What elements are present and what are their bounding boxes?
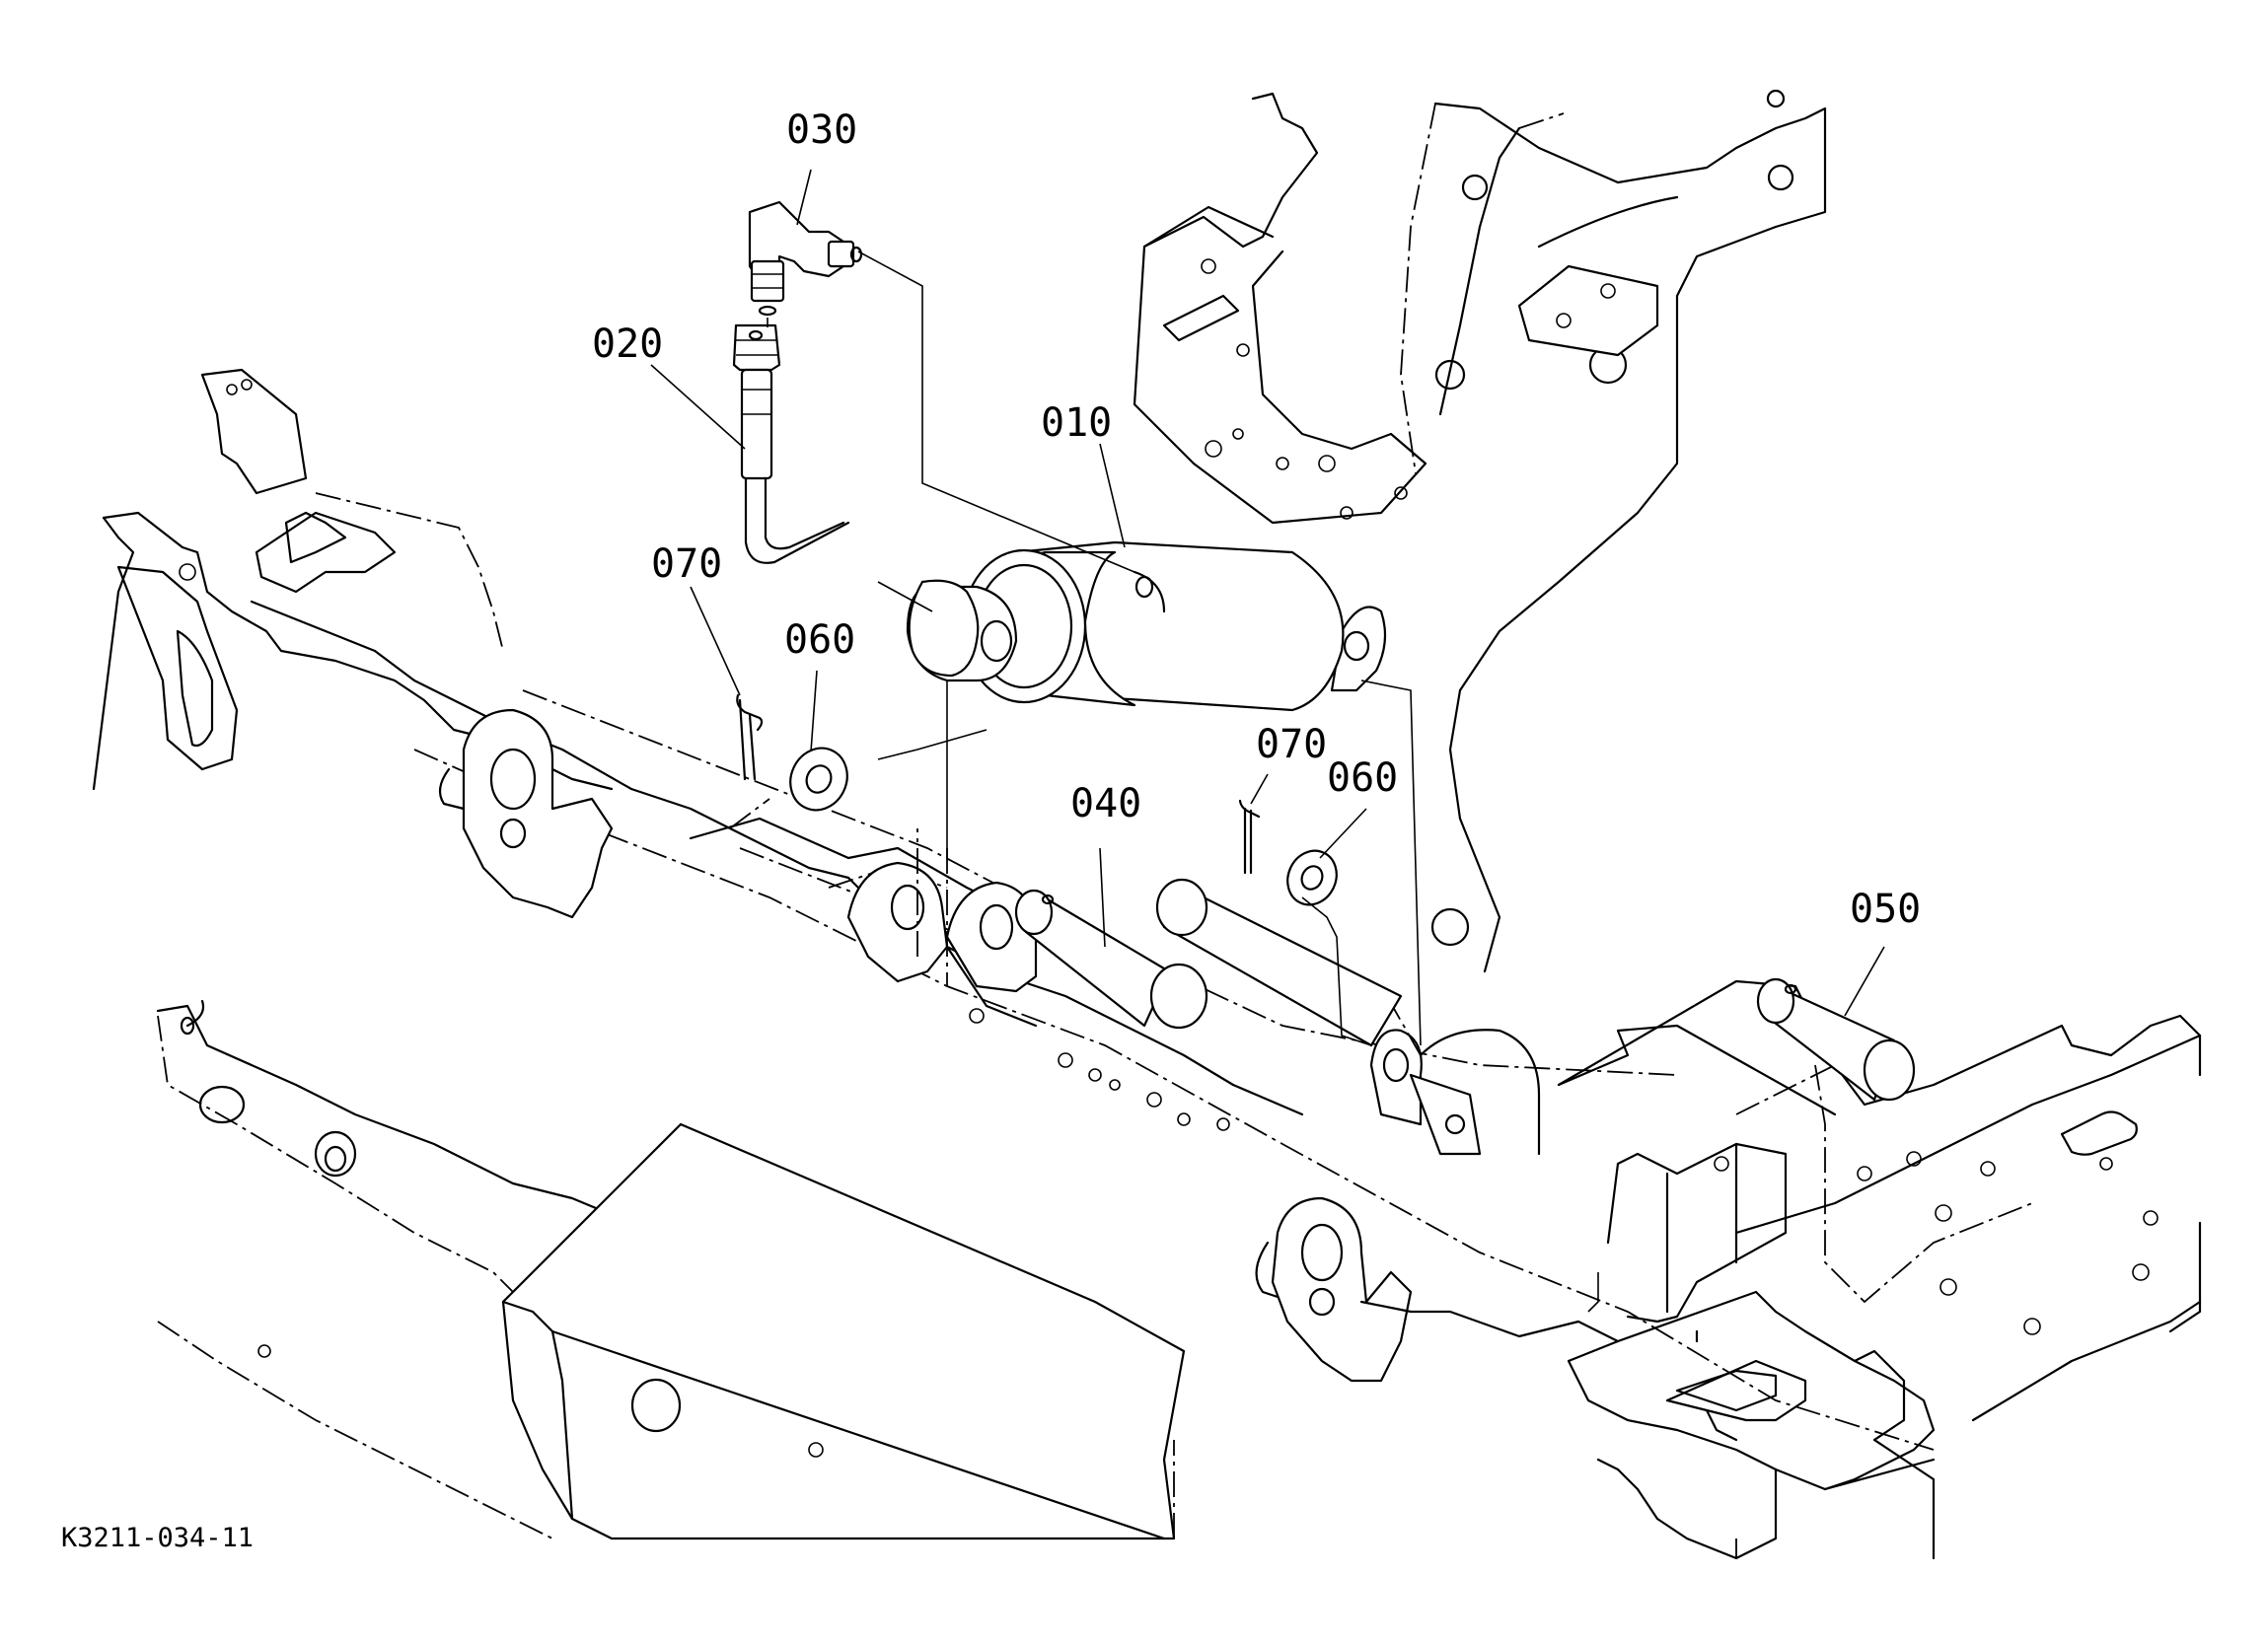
drawing-code: K3211-034-11 <box>61 1523 254 1553</box>
callout-labels: 030 020 010 070 060 040 070 060 050 <box>592 107 1921 932</box>
callout-010: 010 <box>1041 400 1112 446</box>
cotter-pin-left <box>736 693 764 781</box>
callout-050: 050 <box>1850 887 1921 932</box>
assembly-lines <box>857 250 1599 1313</box>
callout-040: 040 <box>1070 781 1141 826</box>
front-right-lug <box>1255 1196 1620 1383</box>
clevis-pin-040 <box>1014 889 1208 1030</box>
hydraulic-hose <box>732 323 850 564</box>
upper-bracket-frame <box>1400 89 1827 973</box>
callout-060-left: 060 <box>784 617 855 663</box>
front-lower-frame <box>156 999 1186 1540</box>
callout-030: 030 <box>786 107 857 153</box>
mounting-bracket <box>1133 92 1427 525</box>
callout-070-right: 070 <box>1256 722 1327 767</box>
callout-060-right: 060 <box>1327 755 1398 801</box>
hydraulic-cylinder <box>906 540 1387 712</box>
washer-left <box>789 747 848 812</box>
front-lower-bracket <box>1567 1290 2202 1560</box>
pivot-pin-center <box>1155 878 1403 1047</box>
cotter-pin-right <box>1238 799 1261 875</box>
elbow-fitting <box>748 200 863 327</box>
left-pivot-lug <box>438 708 614 919</box>
center-lugs <box>846 828 1038 1028</box>
callout-070-left: 070 <box>651 541 722 587</box>
washer-right <box>1286 849 1338 906</box>
callout-leaders <box>650 169 1885 1017</box>
right-lugs <box>1369 985 1541 1156</box>
callout-020: 020 <box>592 322 663 367</box>
clevis-pin-050 <box>1756 977 1916 1102</box>
